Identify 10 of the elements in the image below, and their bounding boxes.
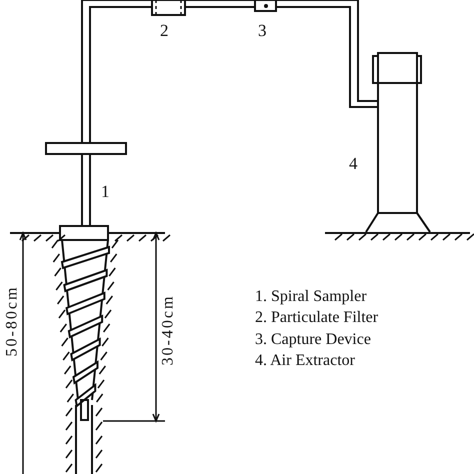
callout-number: 4 bbox=[349, 155, 358, 172]
legend-text: 2. Particulate Filter bbox=[255, 310, 378, 326]
callout-number: 2 bbox=[160, 22, 168, 39]
legend-text: 4. Air Extractor bbox=[255, 353, 355, 369]
dimension-label: 50-80cm bbox=[4, 286, 20, 356]
legend-text: 3. Capture Device bbox=[255, 332, 371, 348]
dimension-label: 30-40cm bbox=[160, 294, 176, 366]
callout-number: 1 bbox=[101, 183, 110, 200]
legend-text: 1. Spiral Sampler bbox=[255, 289, 367, 305]
callout-number: 3 bbox=[258, 22, 266, 39]
